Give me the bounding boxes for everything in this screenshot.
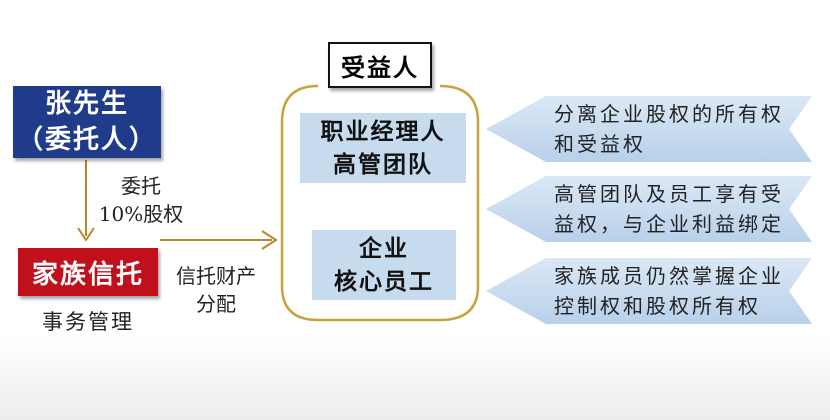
beneficiary-brace [280,84,480,322]
distribution-label-line1: 信托财产 [176,264,256,288]
entrust-label-line1: 委托 [121,174,161,198]
note-2-line2: 益权，与企业利益绑定 [554,212,784,236]
note-arrow-1: 分离企业股权的所有权 和受益权 [486,96,812,162]
trust-affairs-label: 事务管理 [42,310,134,334]
note-3-line1: 家族成员仍然掌握企业 [554,264,784,288]
distribution-arrow-head [261,230,278,250]
note-arrow-2-text: 高管团队及员工享有受 益权，与企业利益绑定 [554,179,784,239]
client-box: 张先生 （委托人） [13,86,161,158]
beneficiary-title-box: 受益人 [328,42,432,88]
client-role: （委托人） [16,125,157,155]
distribution-label: 信托财产 分配 [166,262,266,318]
family-trust-box: 家族信托 [18,248,158,296]
entrust-arrow-head [77,227,95,242]
note-2-line1: 高管团队及员工享有受 [554,182,784,206]
note-arrow-1-shape [486,96,812,162]
distribution-label-line2: 分配 [196,292,236,316]
note-arrow-3: 家族成员仍然掌握企业 控制权和股权所有权 [486,258,812,324]
group-managers-line2: 高管团队 [333,151,433,178]
client-name: 张先生 [44,89,129,119]
group-employees-line1: 企业 [359,235,409,262]
note-3-line2: 控制权和股权所有权 [554,294,761,318]
entrust-label: 委托 10%股权 [96,172,186,228]
beneficiary-title: 受益人 [341,52,419,82]
group-box-employees: 企业 核心员工 [312,230,456,300]
note-arrow-1-text: 分离企业股权的所有权 和受益权 [554,99,784,159]
note-arrow-2-shape [486,176,812,242]
note-1-line2: 和受益权 [554,132,646,156]
note-arrow-3-text: 家族成员仍然掌握企业 控制权和股权所有权 [554,261,784,321]
group-employees-line2: 核心员工 [334,268,434,295]
note-arrow-2: 高管团队及员工享有受 益权，与企业利益绑定 [486,176,812,242]
group-managers-line1: 职业经理人 [320,118,446,145]
entrust-label-line2: 10%股权 [98,202,184,226]
group-box-managers: 职业经理人 高管团队 [300,113,466,183]
note-1-line1: 分离企业股权的所有权 [554,102,784,126]
family-trust-label: 家族信托 [31,259,144,290]
note-arrow-3-shape [486,258,812,324]
